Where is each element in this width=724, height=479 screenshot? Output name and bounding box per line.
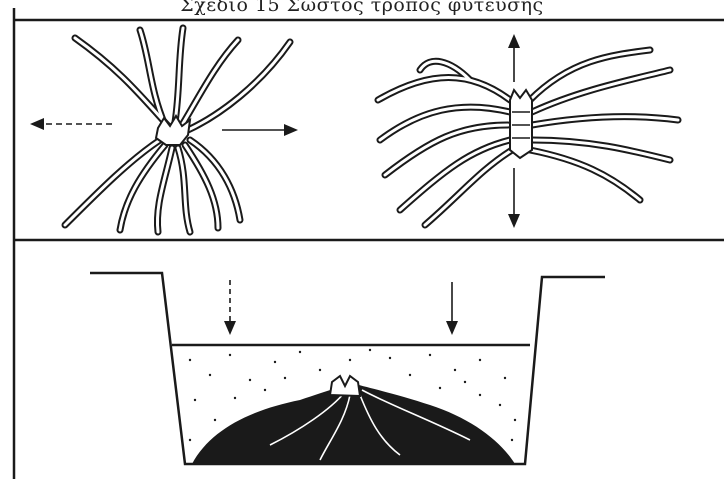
plant-crown-in-hole: [330, 376, 360, 396]
arrow-up: [508, 34, 520, 82]
planting-hole: [90, 273, 605, 464]
plant-crown-side-view: [510, 90, 532, 158]
arrow-down-left: [224, 280, 236, 335]
arrow-right: [222, 124, 298, 136]
layered-roots: [378, 50, 678, 225]
arrow-left: [30, 118, 112, 130]
arrow-down: [508, 168, 520, 228]
arrow-down-right: [446, 282, 458, 335]
